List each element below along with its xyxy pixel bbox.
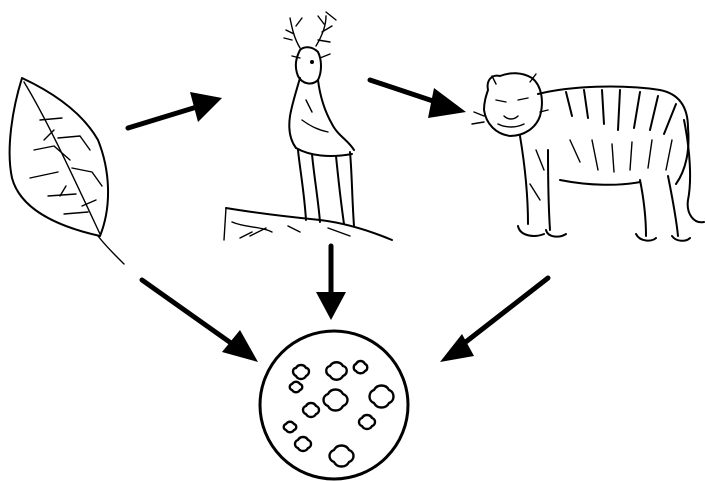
arrow-tiger-to-decomposers (440, 278, 548, 362)
leaf-icon (10, 78, 124, 264)
tiger-icon (472, 73, 704, 241)
arrow-deer-to-tiger (370, 80, 466, 118)
arrow-deer-to-decomposers (316, 246, 346, 320)
arrow-leaf-to-decomposers (142, 280, 258, 362)
arrow-leaf-to-deer (128, 92, 222, 128)
petri-dish-microbes-icon (260, 331, 408, 479)
deer-icon (224, 12, 392, 240)
